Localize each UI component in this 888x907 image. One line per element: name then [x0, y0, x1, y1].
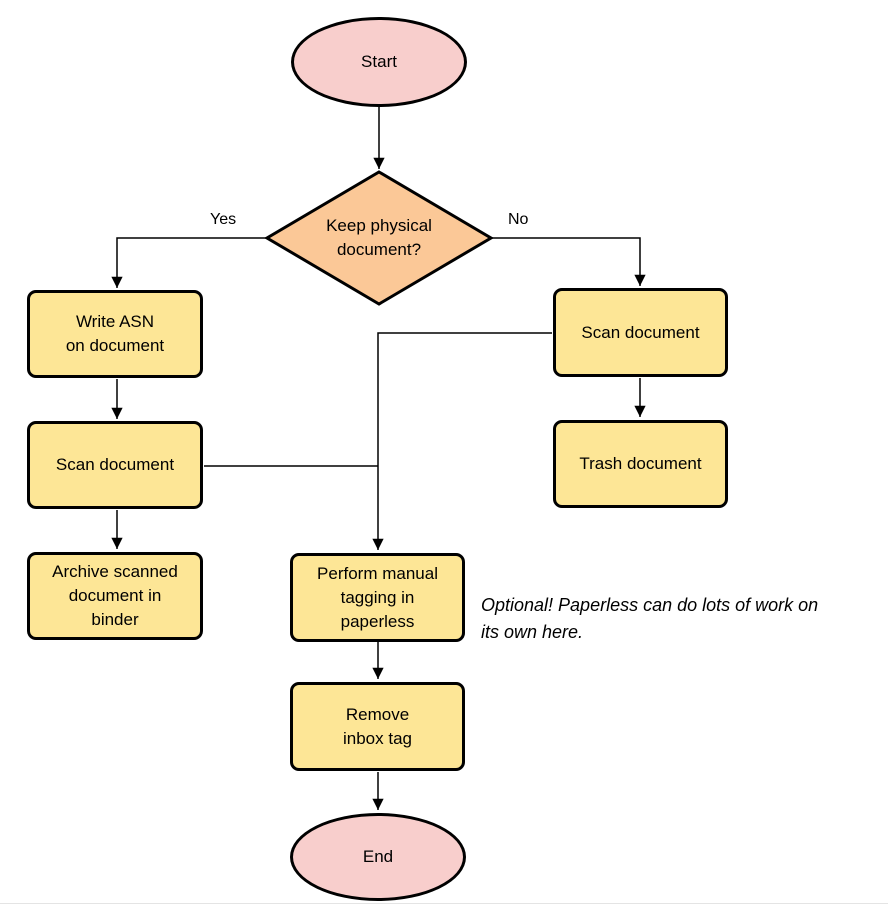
decision-node-label: Keep physical document?: [326, 216, 432, 259]
start-node: Start: [291, 17, 467, 107]
optional-note: Optional! Paperless can do lots of work …: [481, 595, 819, 642]
remove-inbox-tag-node: Remove inbox tag: [290, 682, 465, 771]
write-asn-node: Write ASN on document: [27, 290, 203, 378]
scan-document-left-node: Scan document: [27, 421, 203, 509]
trash-document-node: Trash document: [553, 420, 728, 508]
bottom-divider: [0, 903, 888, 904]
edge-decision-yes-to-write-asn: [111, 237, 266, 288]
archive-document-node: Archive scanned document in binder: [27, 552, 203, 640]
decision-diamond-shape: [264, 170, 494, 306]
edge-label-yes: Yes: [210, 211, 237, 228]
manual-tagging-node: Perform manual tagging in paperless: [290, 553, 465, 642]
scan-document-right-node: Scan document: [553, 288, 728, 377]
edge-decision-no-to-scan-right: [490, 237, 646, 286]
end-node: End: [290, 813, 466, 901]
edge-scan-right-to-tagging: [372, 332, 552, 550]
edge-label-no: No: [508, 211, 529, 228]
